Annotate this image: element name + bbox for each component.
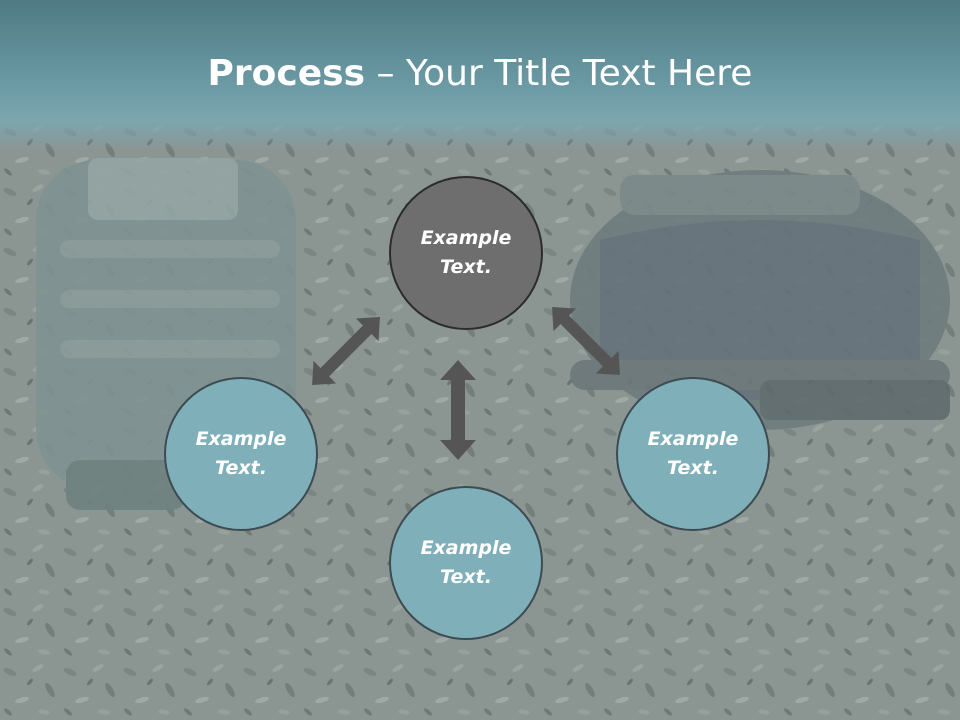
node-right-label: Example Text. bbox=[647, 428, 739, 479]
node-bottom: Example Text. bbox=[389, 486, 543, 640]
right-bin-shape bbox=[570, 170, 950, 430]
node-left-label: Example Text. bbox=[195, 428, 287, 479]
node-top: Example Text. bbox=[389, 176, 543, 330]
title-band bbox=[0, 0, 960, 150]
page-title: Process – Your Title Text Here bbox=[0, 52, 960, 96]
title-rest: – Your Title Text Here bbox=[365, 53, 753, 94]
node-left: Example Text. bbox=[164, 377, 318, 531]
node-bottom-label: Example Text. bbox=[420, 537, 512, 588]
title-bold: Process bbox=[207, 53, 366, 94]
node-right: Example Text. bbox=[616, 377, 770, 531]
node-top-label: Example Text. bbox=[420, 227, 512, 278]
